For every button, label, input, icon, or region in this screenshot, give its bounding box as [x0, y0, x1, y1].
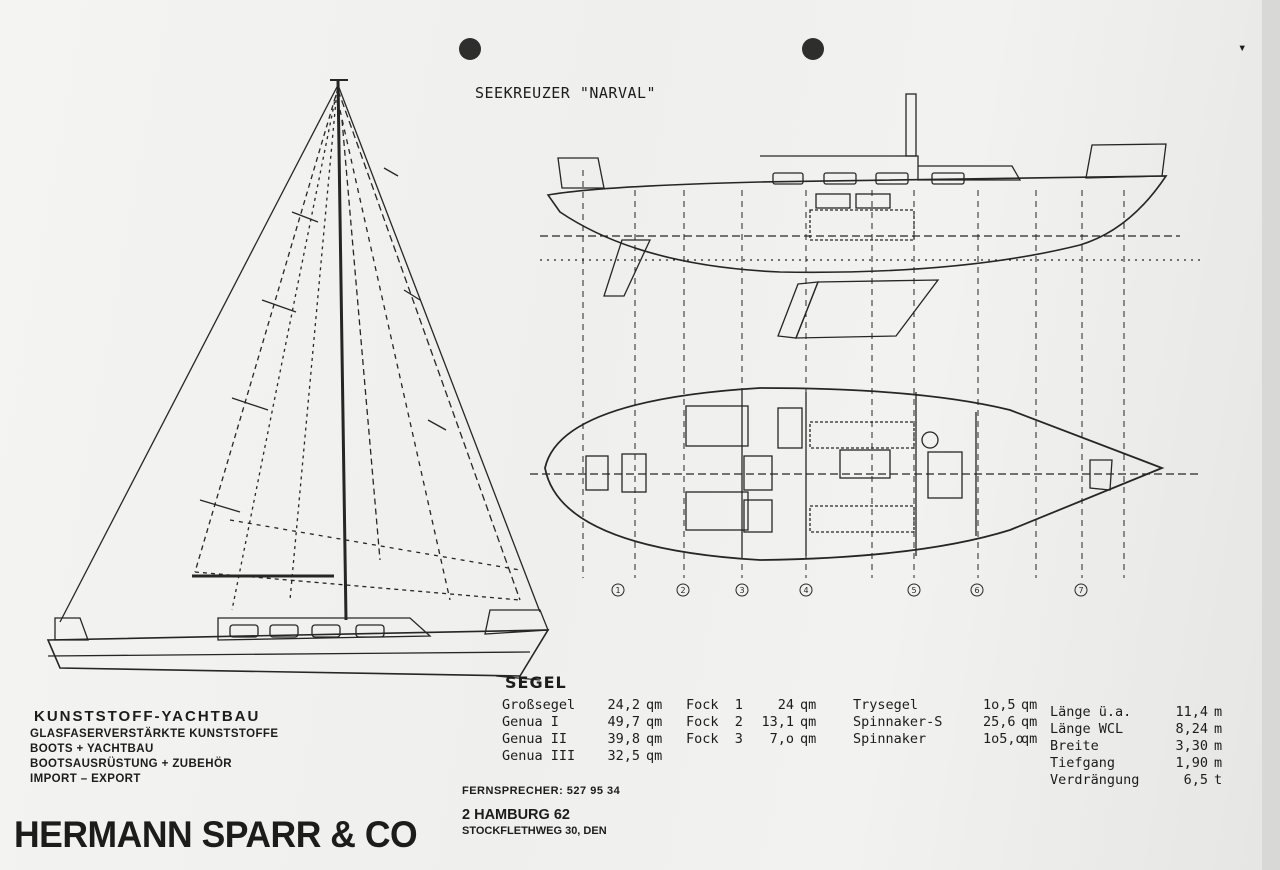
company-line: BOOTSAUSRÜSTUNG + ZUBEHÖR — [30, 758, 232, 770]
sail-section-label: SEGEL — [505, 673, 567, 692]
punch-hole-left — [459, 38, 481, 60]
hull-profile-small — [46, 609, 550, 681]
phone-number: FERNSPRECHER: 527 95 34 — [462, 785, 621, 797]
station-number: 3 — [739, 586, 744, 595]
station-number: 7 — [1078, 586, 1083, 595]
station-number: 1 — [615, 586, 620, 595]
company-heading: KUNSTSTOFF-YACHTBAU — [34, 708, 261, 725]
punch-hole-right — [802, 38, 824, 60]
sail-plan — [59, 79, 541, 623]
address-city: 2 HAMBURG 62 — [462, 807, 570, 823]
drawing-title: SEEKREUZER "NARVAL" — [475, 84, 657, 102]
company-line: IMPORT – EXPORT — [30, 773, 141, 785]
hull-profile-view — [540, 93, 1200, 339]
station-number: 4 — [803, 586, 808, 595]
company-info: KUNSTSTOFF-YACHTBAU GLASFASERVERSTÄRKTE … — [30, 708, 278, 785]
company-line: GLASFASERVERSTÄRKTE KUNSTSTOFFE — [30, 728, 279, 740]
station-number: 2 — [680, 586, 685, 595]
corner-mark: ▾ — [1238, 40, 1247, 56]
address-street: STOCKFLETHWEG 30, DEN — [462, 825, 607, 837]
station-number: 5 — [911, 586, 916, 595]
company-line: BOOTS + YACHTBAU — [30, 743, 154, 755]
company-brand: HERMANN SPARR & CO — [14, 814, 418, 855]
station-markers — [611, 583, 1088, 597]
station-number: 6 — [974, 586, 979, 595]
company-address: FERNSPRECHER: 527 95 34 2 HAMBURG 62 STO… — [462, 785, 620, 837]
hull-plan-view — [530, 387, 1200, 561]
station-lines — [582, 170, 1125, 578]
page-edge — [1262, 0, 1280, 870]
